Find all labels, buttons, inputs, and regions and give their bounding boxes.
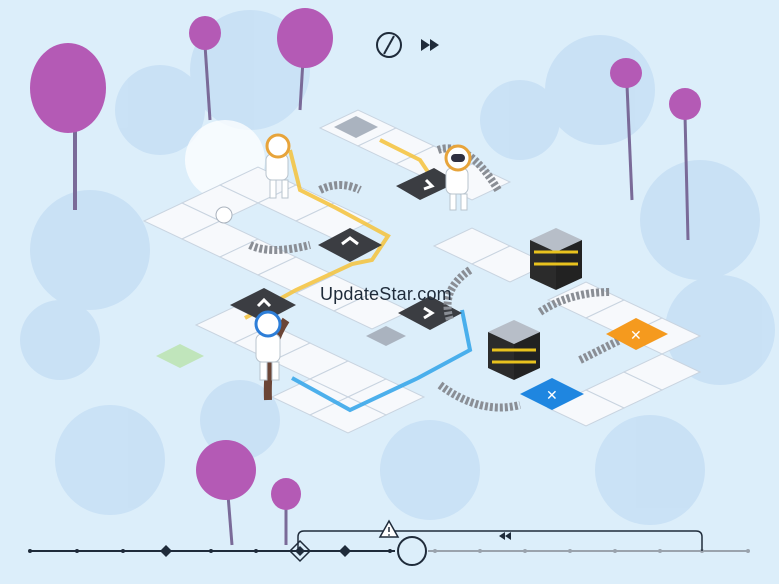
robot-character-left[interactable]: [265, 133, 291, 199]
tree-right-2: [669, 88, 701, 120]
switch-left[interactable]: [215, 206, 233, 224]
tree-left: [30, 43, 106, 133]
timeline-marker-diamond-1[interactable]: [160, 545, 172, 557]
switch-center[interactable]: [366, 326, 406, 346]
rail-tracks: [248, 144, 622, 412]
board: [142, 109, 702, 434]
blue-button[interactable]: ✕: [520, 378, 584, 410]
stopwatch-icon[interactable]: [376, 32, 402, 58]
rewind-icon[interactable]: [499, 532, 511, 540]
pink-trees: [30, 8, 701, 546]
tree-top: [277, 8, 333, 68]
timeline[interactable]: [28, 519, 750, 566]
watermark-text: UpdateStar.com: [320, 284, 452, 304]
blue-button-x-icon: ✕: [546, 388, 558, 404]
robot-character-blue[interactable]: [254, 310, 290, 401]
blue-path: [291, 309, 473, 413]
hazard-boxes: [488, 228, 582, 380]
timeline-playhead[interactable]: [397, 536, 427, 566]
timeline-ticks: [28, 549, 392, 553]
timeline-bracket: [297, 530, 703, 551]
tree-bottom-1: [196, 440, 256, 500]
tree-right-1: [610, 58, 642, 88]
robot-character-right[interactable]: [444, 144, 472, 211]
switch-top[interactable]: [334, 116, 378, 138]
fast-forward-icon[interactable]: [421, 39, 439, 51]
warning-icon[interactable]: [378, 519, 400, 538]
arrow-tiles: [230, 168, 462, 330]
tree-bottom-2: [271, 478, 301, 510]
background-clouds: [20, 10, 775, 525]
tree-small-top: [189, 16, 221, 50]
timeline-marker-diamond-2[interactable]: [339, 545, 351, 557]
exit-pad: [156, 344, 204, 368]
orange-button-x-icon: ✕: [630, 328, 642, 344]
orange-button[interactable]: ✕: [606, 318, 668, 350]
yellow-path: [244, 149, 391, 320]
